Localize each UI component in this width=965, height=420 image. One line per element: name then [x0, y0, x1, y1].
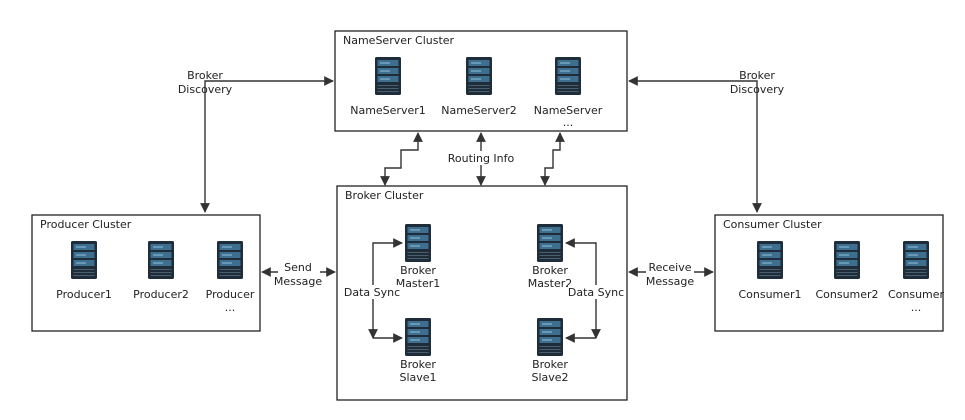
consumer-label-2: Consumer2 [815, 288, 878, 301]
nameserver-label-1: NameServer1 [350, 104, 426, 117]
broker-master2-label-line1: Broker [532, 264, 568, 277]
server-icon [537, 224, 563, 262]
receive-message-edge: Receive Message [628, 261, 714, 290]
data-sync-right-label: Data Sync [568, 286, 624, 299]
routing-info-label: Routing Info [448, 152, 515, 165]
server-icon [555, 57, 581, 95]
consumer-ellipsis: ... [911, 301, 922, 314]
producer-label-1: Producer1 [56, 288, 112, 301]
server-icon [466, 57, 492, 95]
data-sync-left-label: Data Sync [344, 286, 400, 299]
server-icon [217, 241, 243, 279]
producer-cluster-box [31, 214, 261, 332]
consumer-label-3: Consumer [888, 288, 945, 301]
server-icon [405, 318, 431, 356]
data-sync-right-label-bg [568, 285, 626, 299]
server-icon [71, 241, 97, 279]
data-sync-left-edge: Data Sync [344, 238, 403, 343]
send-message-line2: Message [274, 275, 322, 288]
routing-arrow-right [540, 132, 565, 186]
broker-discovery-left-edge: Broker Discovery [178, 69, 334, 213]
receive-message-label-bg [646, 262, 694, 290]
server-icon [405, 224, 431, 262]
broker-discovery-right-edge: Broker Discovery [628, 69, 785, 213]
data-sync-left-label-bg [344, 285, 402, 299]
broker-master2-label-line2: Master2 [528, 277, 573, 290]
broker-discovery-left-line2: Discovery [178, 83, 233, 96]
broker-slave2-label-line2: Slave2 [531, 371, 568, 384]
producer-label-2: Producer2 [133, 288, 189, 301]
routing-info-label-bg [445, 151, 517, 165]
nameserver-label-2: NameServer2 [441, 104, 517, 117]
server-icon [375, 57, 401, 95]
data-sync-left-arrow-up [368, 238, 403, 339]
nameserver-ellipsis: ... [563, 116, 574, 129]
producer-ellipsis: ... [225, 301, 236, 314]
receive-message-line1: Receive [648, 261, 691, 274]
data-sync-right-edge: Data Sync [565, 238, 626, 343]
producer-cluster: Producer Cluster Producer1 Producer2 Pro… [31, 214, 261, 332]
data-sync-right-arrow-up [565, 238, 601, 339]
broker-slave1-label-line1: Broker [400, 358, 436, 371]
broker-cluster-title: Broker Cluster [345, 189, 424, 202]
nameserver-cluster: NameServer Cluster NameServer1 NameServe… [334, 30, 628, 132]
broker-discovery-right-line1: Broker [739, 69, 775, 82]
consumer-label-1: Consumer1 [738, 288, 801, 301]
broker-discovery-right-line2: Discovery [730, 83, 785, 96]
broker-master1-label-line1: Broker [400, 264, 436, 277]
receive-message-line2: Message [646, 275, 694, 288]
consumer-cluster: Consumer Cluster Consumer1 Consumer2 Con… [714, 214, 945, 332]
send-message-edge: Send Message [261, 261, 336, 290]
send-message-label-bg [278, 262, 320, 290]
broker-slave2-label-line1: Broker [532, 358, 568, 371]
producer-cluster-title: Producer Cluster [40, 218, 132, 231]
nameserver-cluster-title: NameServer Cluster [343, 34, 455, 47]
arrow-to-consumer [733, 80, 762, 213]
broker-master1-label-line2: Master1 [396, 277, 441, 290]
server-icon [903, 241, 929, 279]
routing-info-edges: Routing Info [380, 132, 565, 186]
producer-label-3: Producer [206, 288, 255, 301]
routing-arrow-left [380, 132, 423, 186]
server-icon [757, 241, 783, 279]
arrow-to-producer [200, 80, 233, 213]
send-message-line1: Send [284, 261, 312, 274]
nameserver-label-3: NameServer [534, 104, 603, 117]
server-icon [834, 241, 860, 279]
broker-slave1-label-line2: Slave1 [399, 371, 436, 384]
server-icon [148, 241, 174, 279]
server-icon [537, 318, 563, 356]
consumer-cluster-title: Consumer Cluster [723, 218, 822, 231]
broker-discovery-left-line1: Broker [187, 69, 223, 82]
